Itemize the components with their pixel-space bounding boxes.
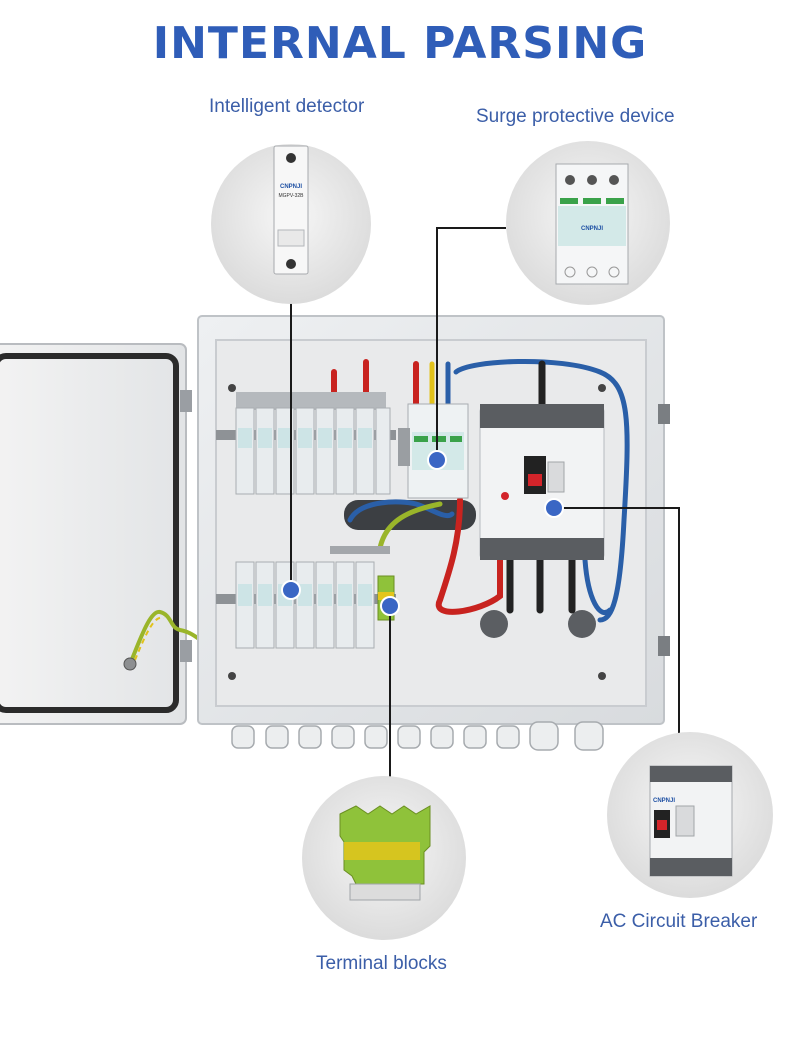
door-ground-wire xyxy=(123,610,216,671)
enclosure-door xyxy=(0,343,192,725)
breaker-brand-text: CNPNJI xyxy=(653,798,675,804)
detector-model-text: MGPV-32B xyxy=(278,193,304,199)
surge-protective-device-callout: CNPNJI xyxy=(506,141,670,305)
upper-breaker-row xyxy=(216,392,396,495)
cable-glands xyxy=(231,721,604,751)
detector-brand-text: CNPNJI xyxy=(280,184,302,190)
intelligent-detector-callout: CNPNJI MGPV-32B xyxy=(211,144,371,304)
terminal-blocks-callout xyxy=(302,776,466,940)
breaker-marker xyxy=(544,498,564,518)
detector-marker xyxy=(281,580,301,600)
ac-circuit-breaker xyxy=(479,404,605,560)
spd-marker xyxy=(427,450,447,470)
surge-protective-device-label: Surge protective device xyxy=(476,106,675,127)
internal-wiring xyxy=(331,358,630,623)
page-title: INTERNAL PARSING xyxy=(152,18,648,69)
intelligent-detector-label: Intelligent detector xyxy=(209,96,365,117)
leader-lines xyxy=(290,227,680,780)
spd-brand-text: CNPNJI xyxy=(581,226,603,232)
ac-circuit-breaker-label: AC Circuit Breaker xyxy=(600,911,758,932)
ac-circuit-breaker-callout: CNPNJI xyxy=(607,732,773,898)
terminal-blocks-label: Terminal blocks xyxy=(316,953,447,974)
terminal-block-marker xyxy=(380,596,400,616)
blue-dot-markers xyxy=(281,450,564,616)
